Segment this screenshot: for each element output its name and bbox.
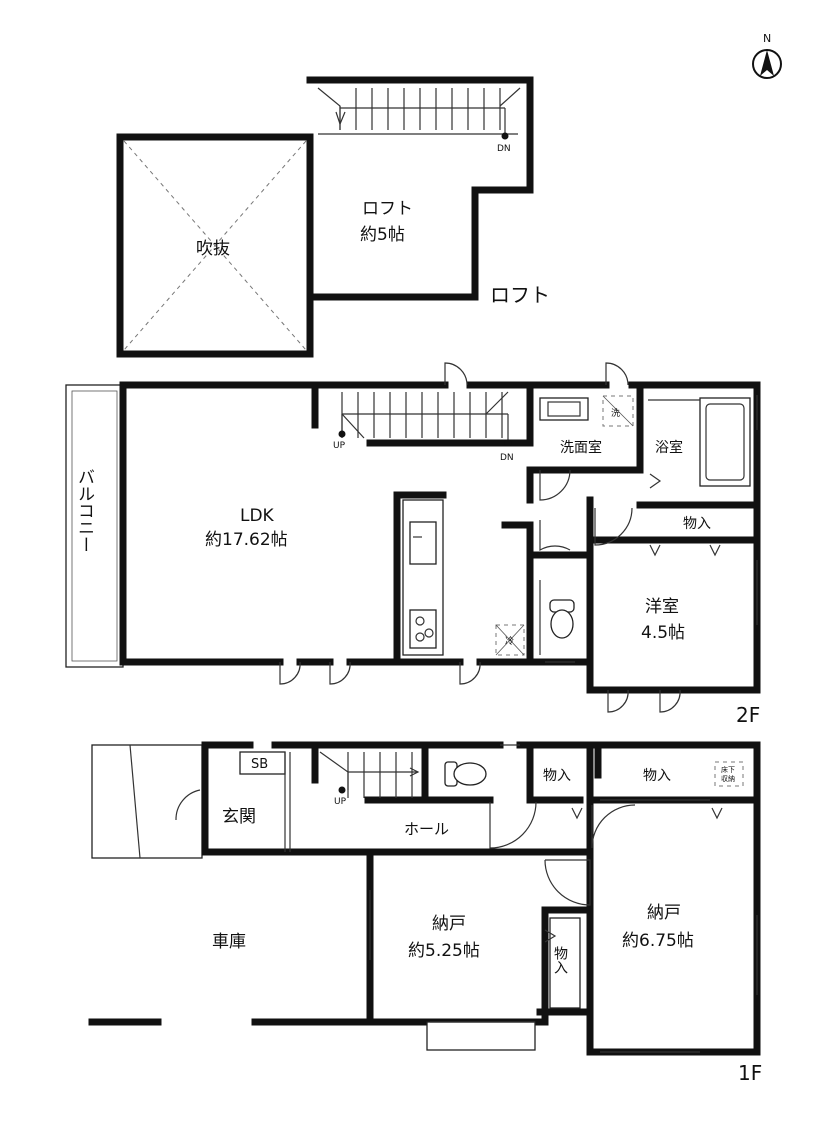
underfloor-label-2: 収納 (721, 774, 735, 783)
western-room-size: 4.5帖 (641, 623, 685, 643)
2f-storage-label: 物入 (683, 516, 711, 532)
balcony-label: バルコニー (74, 468, 94, 553)
1f-storage-label-2: 物入 (643, 768, 671, 784)
1f-doors (489, 801, 723, 906)
second-floor: バルコニー (65, 362, 761, 727)
hall-label: ホール (404, 820, 449, 838)
1f-storage-label-3: 物入 (552, 946, 568, 974)
closet-a-size: 約5.25帖 (408, 941, 480, 961)
garage-label: 車庫 (212, 932, 246, 952)
2f-doors (279, 362, 681, 713)
loft-level: DN 吹抜 ロフト 約5帖 ロフト (116, 76, 550, 358)
loft-room-name: ロフト (362, 199, 413, 219)
loft-room-size: 約5帖 (360, 225, 405, 245)
underfloor-label-1: 床下 (721, 765, 735, 774)
1f-stair: UP (319, 751, 420, 807)
bathroom-label: 浴室 (655, 439, 683, 456)
loft-stair-dn: DN (497, 144, 511, 154)
balcony (65, 384, 124, 668)
compass: N (752, 32, 782, 79)
1f-storage-label-1: 物入 (543, 768, 571, 784)
loft-floor-label: ロフト (490, 283, 550, 307)
washroom-label: 洗面室 (560, 439, 602, 456)
loft-stair: DN (317, 87, 521, 154)
ldk-size: 約17.62帖 (205, 530, 288, 550)
2f-floor-label: 2F (736, 703, 760, 727)
closet-b-size: 約6.75帖 (622, 931, 694, 951)
1f-outer-wall-top (201, 741, 761, 1056)
porch (91, 744, 203, 859)
compass-north-label: N (763, 32, 771, 45)
entrance-label: 玄関 (222, 807, 256, 827)
2f-outer-wall-bottom (119, 381, 594, 666)
loft-outline (306, 76, 534, 301)
1f-floor-label: 1F (738, 1061, 762, 1085)
2f-stair-dn: DN (500, 453, 514, 463)
first-floor: SB UP 床下 収納 (88, 741, 762, 1085)
void-label: 吹抜 (196, 239, 230, 259)
shoebox-label: SB (251, 757, 268, 772)
2f-stair-up: UP (333, 441, 346, 451)
western-room-name: 洋室 (645, 597, 679, 617)
closet-a-name: 納戸 (432, 914, 466, 934)
1f-stair-up: UP (334, 797, 347, 807)
fridge-mark: 冷 (505, 635, 514, 647)
ldk-name: LDK (240, 506, 275, 526)
2f-stair: UP DN (333, 391, 514, 463)
2f-outer-wall-top (119, 381, 761, 694)
closet-b-name: 納戸 (647, 903, 681, 923)
kitchen-counter (402, 499, 444, 656)
washer-mark: 洗 (611, 407, 620, 419)
